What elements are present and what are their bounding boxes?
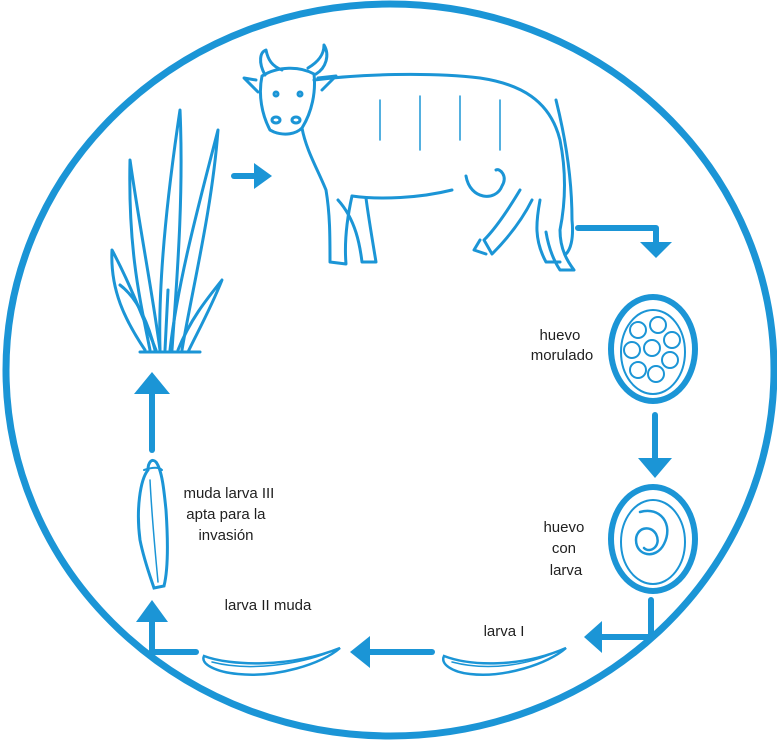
label-larva-ii-muda: larva II muda	[225, 597, 312, 614]
larva-i-icon	[443, 648, 566, 675]
grass-illustration	[112, 110, 222, 352]
arrow-grass-to-cow	[234, 163, 272, 189]
egg-with-larva-icon	[611, 487, 695, 591]
label-huevo-con-larva: huevo con larva	[543, 519, 588, 579]
arrow-larva-iii-to-grass	[134, 372, 170, 450]
arrow-larva-ii-to-larva-iii	[136, 600, 196, 652]
arrow-cow-to-egg	[578, 228, 672, 258]
label-larva-i: larva I	[484, 623, 525, 640]
label-larva-iii: muda larva III apta para la invasión	[183, 485, 278, 544]
cow-illustration	[244, 45, 574, 270]
morulated-egg-icon	[611, 297, 695, 401]
larva-ii-icon	[203, 648, 340, 675]
label-huevo-morulado: huevo morulado	[531, 327, 594, 364]
larva-iii-icon	[138, 460, 167, 588]
arrow-larva-i-to-larva-ii	[350, 636, 432, 668]
arrow-egg-to-larva-egg	[638, 415, 672, 478]
